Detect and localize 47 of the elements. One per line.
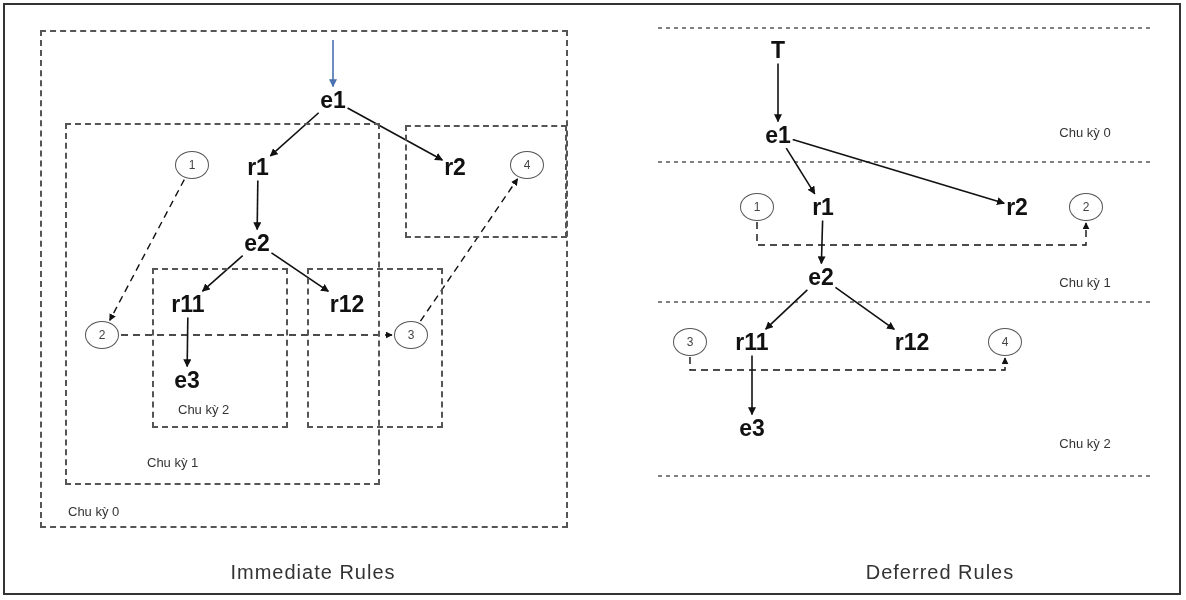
node-label: e3 xyxy=(739,416,765,440)
cycle-label: Chu kỳ 2 xyxy=(1059,435,1111,451)
dashed-arrow xyxy=(109,178,185,322)
node-label: e1 xyxy=(320,88,346,112)
node-label: e2 xyxy=(808,265,834,289)
arrow xyxy=(253,179,262,231)
node-label: r12 xyxy=(894,330,930,354)
node-label: r1 xyxy=(247,155,269,179)
arrow xyxy=(748,354,756,416)
node-label: r11 xyxy=(735,330,769,354)
panel-caption: Immediate Rules xyxy=(230,560,396,584)
arrow xyxy=(834,286,896,331)
dashed-box xyxy=(405,125,567,238)
arrow xyxy=(346,107,444,161)
node-label: r11 xyxy=(171,292,205,316)
node-label: e1 xyxy=(765,123,791,147)
arrow xyxy=(329,39,337,88)
cycle-label: Chu kỳ 0 xyxy=(68,504,120,519)
arrow xyxy=(791,138,1005,205)
node-label: e2 xyxy=(244,231,270,255)
arrow xyxy=(817,219,826,265)
arrow xyxy=(785,147,816,195)
cycle-label: Chu kỳ 1 xyxy=(147,455,199,470)
cycle-label: Chu kỳ 0 xyxy=(1059,124,1111,140)
arrow xyxy=(774,62,782,123)
arrow xyxy=(201,254,244,292)
arrow xyxy=(764,289,809,330)
node-label: r2 xyxy=(1006,195,1028,219)
cycle-label: Chu kỳ 2 xyxy=(178,402,230,417)
node-label: r2 xyxy=(444,155,466,179)
dashed-arrow xyxy=(120,331,393,339)
node-label: T xyxy=(770,38,786,62)
cycle-box xyxy=(65,123,380,485)
dashed-box xyxy=(307,268,443,428)
dashed-arrow xyxy=(756,221,1090,246)
node-label: r1 xyxy=(812,195,834,219)
cycle-box xyxy=(40,30,568,528)
node-label: r12 xyxy=(329,292,365,316)
dashed-arrow xyxy=(419,178,519,322)
node-label: e3 xyxy=(174,368,200,392)
cycle-box xyxy=(152,268,288,428)
dashed-arrow xyxy=(689,356,1009,371)
cycle-label: Chu kỳ 1 xyxy=(1059,274,1111,290)
arrow xyxy=(270,252,330,293)
panel-caption: Deferred Rules xyxy=(865,560,1015,584)
arrow xyxy=(183,316,192,368)
arrow xyxy=(269,111,320,157)
